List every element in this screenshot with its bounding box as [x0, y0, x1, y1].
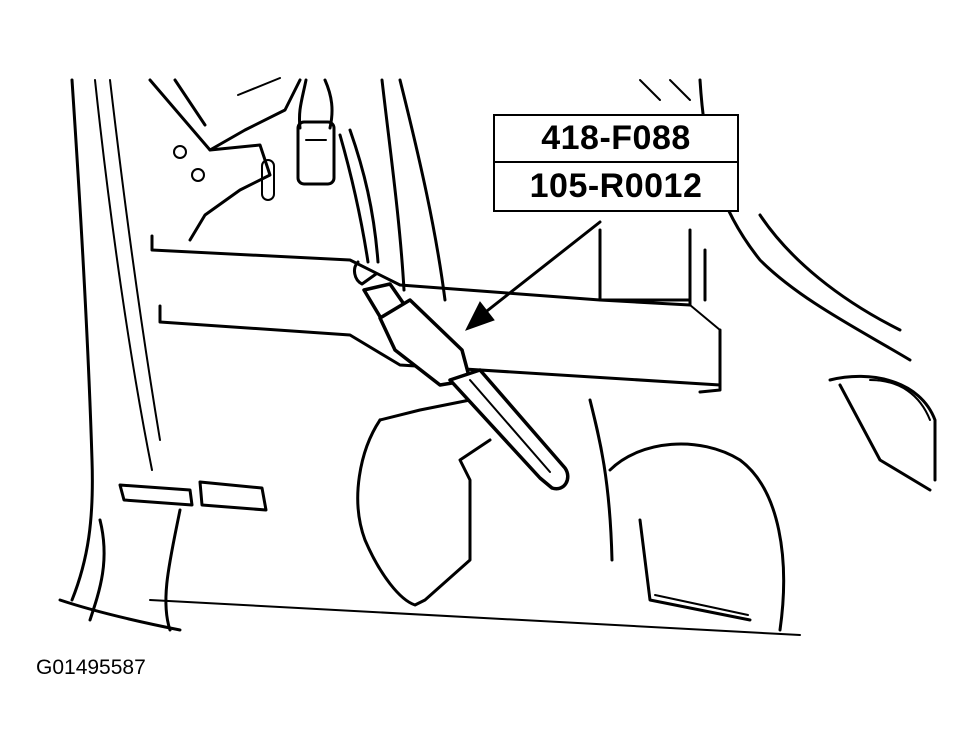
callout-pointer-arrow: [464, 220, 602, 331]
figure-id-label: G01495587: [36, 656, 146, 679]
left-pillar: [70, 78, 161, 602]
seat-back-outline: [356, 398, 492, 607]
trim-panel-ledges: [150, 234, 722, 394]
tool-number-secondary: 105-R0012: [529, 167, 703, 205]
wire-harness-connector: [296, 78, 380, 264]
upper-bracket: [148, 77, 302, 242]
seat-belt-anchor: [58, 480, 801, 636]
tool-number-primary: 418-F088: [495, 116, 737, 163]
special-tool: [353, 260, 570, 491]
tool-number-callout: 418-F088 105-R0012: [493, 114, 739, 212]
console-area: [588, 374, 937, 632]
